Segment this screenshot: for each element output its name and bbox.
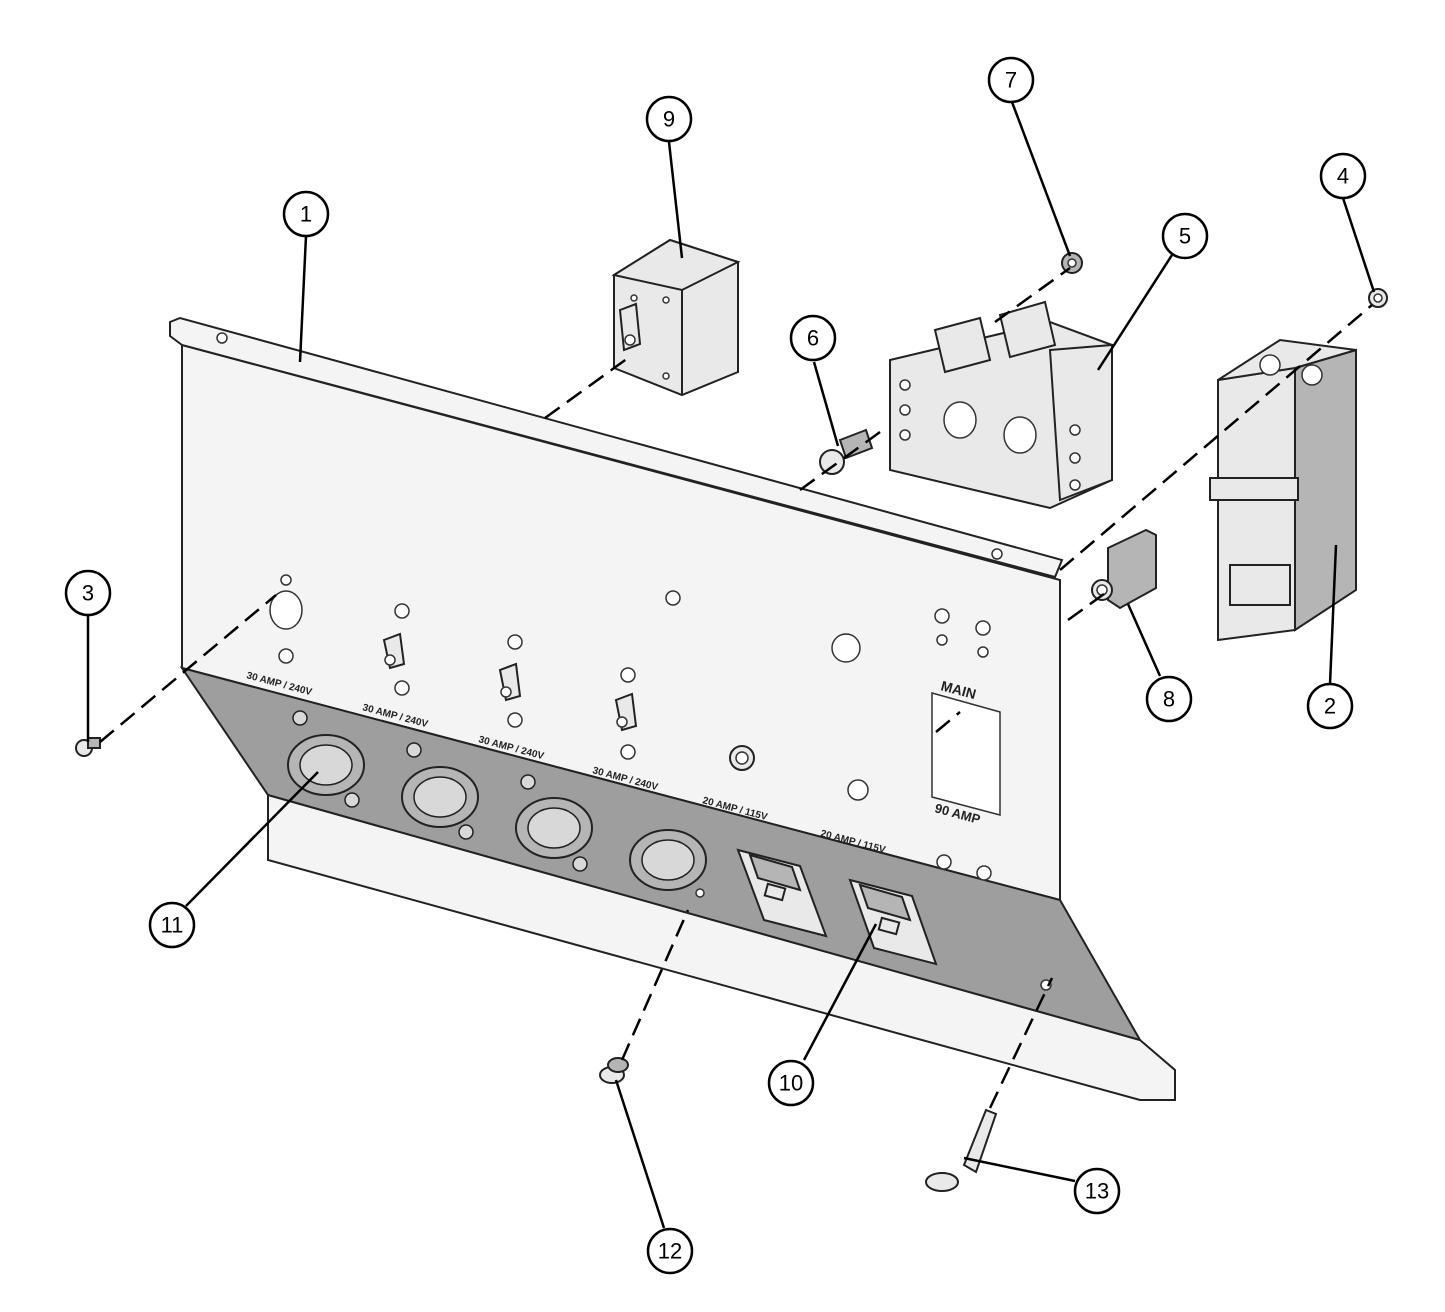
callout-6: 6 [789,314,837,362]
face-holes [269,574,992,881]
bolt-13 [925,1108,998,1192]
svg-text:11: 11 [161,913,184,938]
svg-text:6: 6 [807,326,819,351]
svg-text:12: 12 [658,1239,682,1264]
callout-8: 8 [1145,675,1193,723]
callout-7: 7 [987,56,1035,104]
callout-2: 2 [1306,682,1354,730]
callout-5: 5 [1161,212,1209,260]
svg-text:10: 10 [779,1071,803,1096]
spring-12 [599,1057,629,1084]
svg-text:8: 8 [1163,687,1175,712]
callout-12: 12 [646,1227,694,1275]
svg-text:7: 7 [1005,68,1017,93]
svg-text:3: 3 [82,581,94,606]
callout-3: 3 [64,569,112,617]
svg-text:9: 9 [663,107,675,132]
face-toggle-switches [382,632,755,771]
main-window-cutout [931,692,1001,816]
callout-9: 9 [645,95,693,143]
flange-hole [216,332,228,344]
gfci-receptacles [736,848,938,966]
screw-6 [819,428,874,475]
callout-1: 1 [282,190,330,238]
svg-text:2: 2 [1324,694,1336,719]
callout-13: 13 [1073,1167,1121,1215]
panel-top-flange [169,316,1064,579]
assembly-lines [99,266,1373,1109]
svg-text:1: 1 [300,202,312,227]
circuit-breaker-box [611,238,741,397]
terminal-block [889,300,1113,510]
leader-lines [86,101,1376,1229]
flange-hole [991,548,1003,560]
svg-text:4: 4 [1337,164,1349,189]
callout-10: 10 [767,1059,815,1107]
screw-3 [75,737,101,757]
rocker-switch [1091,528,1157,610]
main-circuit-breaker [1209,338,1357,642]
twist-lock-outlets [287,710,707,898]
callout-4: 4 [1319,152,1367,200]
svg-text:5: 5 [1179,224,1191,249]
callout-11: 11 [148,901,196,949]
svg-text:13: 13 [1085,1179,1109,1204]
